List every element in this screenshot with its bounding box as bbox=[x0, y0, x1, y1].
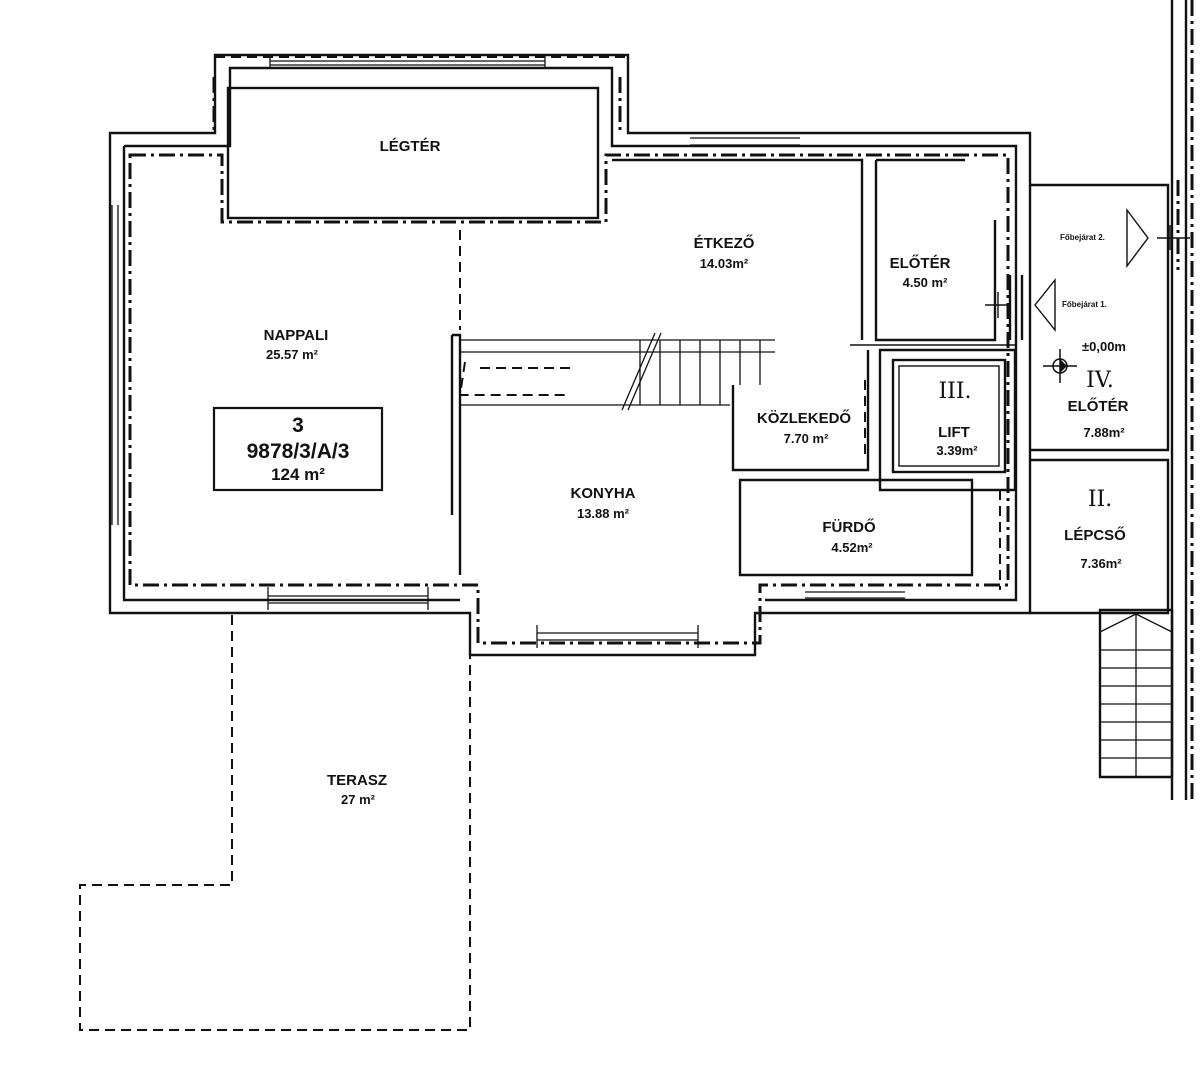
level-marker-icon bbox=[1043, 349, 1077, 383]
interior-walls bbox=[226, 86, 1017, 590]
level-text: ±0,00m bbox=[1082, 339, 1126, 354]
insulation-lines bbox=[128, 77, 1010, 645]
room-lepcso-area: 7.36m² bbox=[1080, 556, 1122, 571]
room-lepcso-number: II. bbox=[1088, 487, 1112, 512]
unit-number: 3 bbox=[292, 414, 304, 437]
entrance-2-arrow-icon bbox=[1126, 207, 1149, 269]
room-legter-name: LÉGTÉR bbox=[380, 138, 441, 155]
entrance-markers bbox=[985, 207, 1190, 340]
room-etkezo-area: 14.03m² bbox=[700, 256, 749, 271]
terrace-outline bbox=[79, 615, 471, 1031]
room-eloter-small-name: ELŐTÉR bbox=[890, 254, 951, 272]
room-kozlekedo-area: 7.70 m² bbox=[784, 431, 829, 446]
annex-walls bbox=[1030, 0, 1194, 800]
room-nappali-name: NAPPALI bbox=[264, 327, 329, 344]
room-eloter-iv-name: ELŐTÉR bbox=[1068, 397, 1129, 415]
room-lift-area: 3.39m² bbox=[936, 443, 978, 458]
room-kozlekedo-name: KÖZLEKEDŐ bbox=[757, 409, 852, 427]
room-konyha-area: 13.88 m² bbox=[577, 506, 630, 521]
room-terasz-name: TERASZ bbox=[327, 772, 387, 789]
unit-box bbox=[212, 406, 384, 492]
room-lepcso-name: LÉPCSŐ bbox=[1064, 526, 1126, 544]
interior-stair bbox=[458, 332, 775, 411]
exterior-stair bbox=[1098, 608, 1174, 779]
room-nappali-area: 25.57 m² bbox=[266, 347, 319, 362]
room-lift-number: III. bbox=[938, 379, 971, 404]
entrance-2-label: Főbejárat 2. bbox=[1060, 233, 1105, 242]
entrance-1-label: Főbejárat 1. bbox=[1062, 300, 1107, 309]
room-eloter-iv-number: IV. bbox=[1086, 368, 1114, 393]
entrance-1-arrow-icon bbox=[1034, 278, 1056, 332]
room-lift-name: LIFT bbox=[938, 424, 970, 441]
room-eloter-iv-area: 7.88m² bbox=[1083, 425, 1125, 440]
outer-walls bbox=[108, 53, 1032, 657]
room-eloter-small-area: 4.50 m² bbox=[903, 275, 948, 290]
room-furdo-name: FÜRDŐ bbox=[822, 518, 876, 536]
room-furdo-area: 4.52m² bbox=[831, 540, 873, 555]
room-etkezo-name: ÉTKEZŐ bbox=[694, 234, 755, 252]
room-terasz-area: 27 m² bbox=[341, 792, 376, 807]
unit-area: 124 m² bbox=[271, 465, 325, 484]
unit-id: 9878/3/A/3 bbox=[247, 440, 350, 463]
room-konyha-name: KONYHA bbox=[570, 485, 635, 502]
